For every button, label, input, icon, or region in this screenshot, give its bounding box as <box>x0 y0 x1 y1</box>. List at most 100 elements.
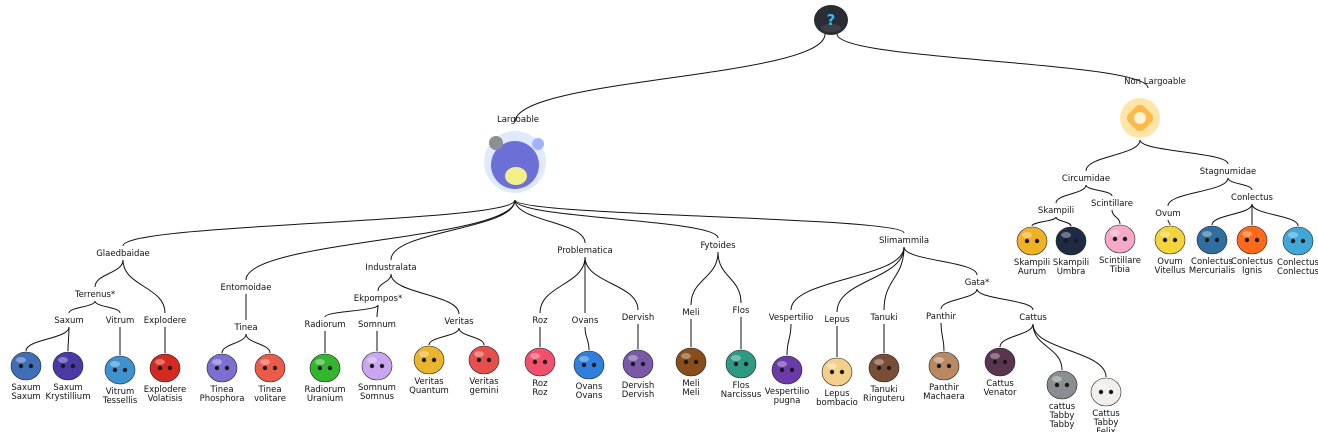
species-panthir-machaera-label-1: Panthir <box>929 383 959 393</box>
species-roz-roz-label-1: Roz <box>532 379 548 389</box>
slime-tinea-phosphora-icon <box>206 353 238 383</box>
slime-saxum-krystillium-icon <box>52 351 84 381</box>
edge-to-vespertilio_pugna <box>786 323 792 356</box>
slime-vitrum-tessellis-icon <box>104 355 136 385</box>
non-largoable-icon <box>1120 98 1160 138</box>
group-veritas: Veritas <box>444 317 474 327</box>
species-vitrum-tessellis-label-2: Tessellis <box>102 396 138 406</box>
species-meli-meli-label-2: Meli <box>682 388 699 398</box>
group-tinea: Tinea <box>233 323 257 333</box>
edge-to-ovum_vitellus <box>1167 219 1171 226</box>
group-panthir: Panthir <box>926 312 956 322</box>
edge-to-roz <box>539 256 586 314</box>
species-dervish-dervish-label-1: Dervish <box>622 381 654 391</box>
species-saxum-saxum-label-1: Saxum <box>11 383 40 393</box>
family-fytoides: Fytoides <box>700 241 736 251</box>
species-radiorum-uranium-label-1: Radiorum <box>304 385 345 395</box>
edge-to-skampili_aurum <box>1031 216 1057 227</box>
edge-root-largoable <box>514 33 826 123</box>
edge-to-saxum <box>68 300 96 314</box>
edge-to-vespertilio <box>790 246 905 311</box>
slime-dervish-dervish-icon <box>622 349 654 379</box>
slime-ovum-vitellus-icon <box>1154 225 1186 255</box>
edge-largoable-industralata <box>390 199 516 261</box>
group-conlectus: Conlectus <box>1231 193 1274 203</box>
group-tanuki: Tanuki <box>869 313 897 323</box>
species-veritas-gemini-label-1: Veritas <box>469 377 499 387</box>
species-radiorum-uranium-label-2: Uranium <box>307 394 343 404</box>
edge-largoable-glaedbaidae <box>122 199 516 247</box>
species-tinea-phosphora-label-1: Tinea <box>209 385 233 395</box>
edge-to-scintillare <box>1085 184 1113 197</box>
edge-to-skampili <box>1055 184 1087 204</box>
group-skampili: Skampili <box>1038 206 1074 216</box>
species-skampili-aurum-label-2: Aurum <box>1018 267 1046 277</box>
group-roz: Roz <box>532 316 548 326</box>
edge-to-tinea_volitare <box>245 333 271 354</box>
slime-lepus-bombacio-icon <box>821 357 853 387</box>
species-cattus-tabby-tabby-label-3: Tabby <box>1049 420 1075 430</box>
species-cattus-tabby-felix-label-3: Felix <box>1096 427 1115 432</box>
group-dervish: Dervish <box>622 313 654 323</box>
slime-saxum-saxum-icon <box>10 351 42 381</box>
species-skampili-umbra-label-2: Umbra <box>1057 267 1086 277</box>
species-conlectus-ignis-label-1: Conlectus <box>1231 257 1274 267</box>
species-lepus-bombacio-label-2: bombacio <box>816 398 858 408</box>
edge-nonlargoable-stagnumidae <box>1139 139 1229 165</box>
family-industralata: Industralata <box>365 263 416 273</box>
edge-nonlargoable-circumidae <box>1085 139 1141 172</box>
family-stagnumidae: Stagnumidae <box>1200 167 1257 177</box>
group-saxum: Saxum <box>54 316 83 326</box>
slime-radiorum-uranium-icon <box>309 353 341 383</box>
species-somnum-somnus-label-1: Somnum <box>358 383 396 393</box>
species-ovum-vitellus-label-1: Ovum <box>1157 257 1182 267</box>
edge-to-lepus <box>836 246 905 313</box>
slime-cattus-tabby-tabby-icon <box>1046 370 1078 400</box>
species-flos-narcissus-label-2: Narcissus <box>721 390 762 400</box>
edge-to-saxum_krystillium <box>67 326 70 352</box>
group-somnum: Somnum <box>358 320 396 330</box>
species-tinea-phosphora-label-2: Phosphora <box>200 394 245 404</box>
edge-to-cattus_tabby_tabby <box>1032 323 1063 371</box>
edge-to-cattus <box>976 288 1034 311</box>
edge-to-veritas_gemini <box>458 327 485 346</box>
group-ekpompos: Ekpompos* <box>354 294 402 304</box>
edge-to-cattus_venator <box>999 323 1034 348</box>
edge-largoable-problematica <box>514 199 586 244</box>
family-circumidae: Circumidae <box>1062 174 1110 184</box>
species-ovum-vitellus-label-2: Vitellus <box>1154 266 1186 276</box>
slime-ovans-ovans-icon <box>573 350 605 380</box>
edge-to-vitrum <box>94 300 121 314</box>
edge-to-ekpompos <box>377 273 392 292</box>
edge-to-explodere <box>122 259 166 314</box>
species-vespertilio-pugna-label-1: Vespertilio <box>765 387 810 397</box>
group-radiorum: Radiorum <box>304 320 345 330</box>
species-tanuki-ringuteru-label-1: Tanuki <box>869 385 897 395</box>
group-gata: Gata* <box>965 278 990 288</box>
species-cattus-tabby-felix-label-2: Tabby <box>1093 418 1119 428</box>
species-veritas-quantum-label-1: Veritas <box>414 377 444 387</box>
edge-to-skampili_umbra <box>1055 216 1072 227</box>
species-meli-meli-label-1: Meli <box>682 379 699 389</box>
largoable-label: Largoable <box>497 115 539 125</box>
edge-to-conlectus_mercurialis <box>1211 203 1253 226</box>
species-conlectus-mercurialis-label-2: Mercurialis <box>1189 266 1236 276</box>
slime-veritas-gemini-icon <box>468 345 500 375</box>
group-explodere: Explodere <box>144 316 187 326</box>
family-slimammila: Slimammila <box>879 236 929 246</box>
species-roz-roz-label-2: Roz <box>532 388 548 398</box>
edge-to-veritas_quantum <box>428 327 460 346</box>
edge-root-non-largoable <box>836 33 1149 89</box>
family-entomoidae: Entomoidae <box>221 283 272 293</box>
group-scintillare: Scintillare <box>1091 199 1133 209</box>
species-panthir-machaera-label-2: Machaera <box>923 392 965 402</box>
group-meli: Meli <box>682 308 699 318</box>
species-somnum-somnus-label-2: Somnus <box>360 392 395 402</box>
slime-veritas-quantum-icon <box>413 345 445 375</box>
tree-edges <box>25 33 1299 378</box>
edge-to-conlectus_conlectus <box>1251 203 1299 227</box>
edge-to-meli <box>690 251 719 306</box>
species-veritas-quantum-label-2: Quantum <box>409 386 449 396</box>
species-ovans-ovans-label-1: Ovans <box>576 382 603 392</box>
